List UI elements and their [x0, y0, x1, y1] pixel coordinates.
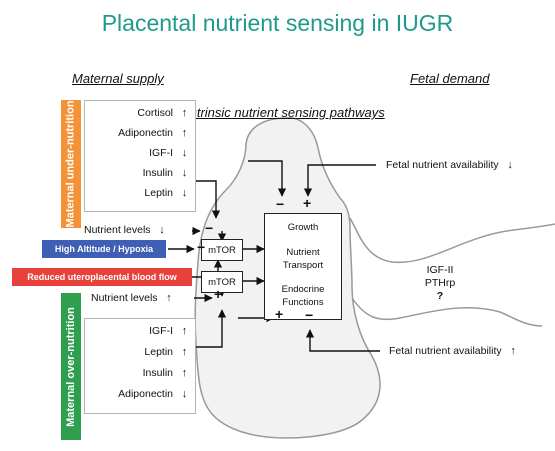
mtor-bottom-box: mTOR: [201, 271, 243, 293]
over-nutrition-list: IGF-I ↑ Leptin ↑ Insulin ↑ Adiponectin ↓: [84, 318, 196, 414]
fetal-availability-low: Fetal nutrient availability ↓: [386, 159, 513, 171]
igf2-label: IGF-II: [426, 264, 454, 276]
over-nutrition-item-name: IGF-I: [149, 325, 173, 337]
over-nutrition-item-name: Leptin: [144, 346, 173, 358]
minus-sign-top-left: −: [276, 196, 285, 212]
plus-sign-top-right: +: [303, 195, 312, 211]
over-nutrition-item-name: Insulin: [142, 367, 173, 379]
question-mark: ?: [436, 290, 444, 302]
down-arrow-icon: ↓: [181, 167, 188, 179]
over-nutrition-item-name: Adiponectin: [118, 388, 173, 400]
nutrient-label: Nutrient: [286, 247, 320, 258]
maternal-supply-header: Maternal supply: [72, 71, 164, 86]
endocrine-label: Endocrine: [281, 284, 325, 295]
up-arrow-icon: ↑: [510, 345, 516, 357]
down-arrow-icon: ↓: [181, 187, 188, 199]
nutrient-levels-high: Nutrient levels ↑: [91, 292, 172, 304]
down-arrow-icon: ↓: [507, 159, 513, 171]
up-arrow-icon: ↑: [181, 325, 188, 337]
pthrp-label: PTHrp: [424, 277, 456, 289]
over-nutrition-item: Leptin ↑: [144, 346, 189, 358]
functions-box: Growth Nutrient Transport Endocrine Func…: [264, 213, 342, 320]
up-arrow-icon: ↑: [166, 292, 172, 304]
growth-label: Growth: [287, 222, 319, 233]
down-arrow-icon: ↓: [159, 224, 165, 236]
under-nutrition-item-name: IGF-I: [149, 147, 173, 159]
under-nutrition-item-name: Adiponectin: [118, 127, 173, 139]
up-arrow-icon: ↑: [181, 127, 188, 139]
fetal-demand-header: Fetal demand: [410, 71, 490, 86]
fetal-availability-high: Fetal nutrient availability ↑: [389, 345, 516, 357]
up-arrow-icon: ↑: [181, 346, 188, 358]
under-nutrition-item: Leptin ↓: [144, 187, 189, 199]
up-arrow-icon: ↑: [181, 107, 188, 119]
pathways-header: Intrinsic nutrient sensing pathways: [186, 105, 385, 120]
plus-sign-nutrient-high: +: [214, 286, 223, 302]
minus-sign-hypoxia: −: [197, 239, 206, 255]
minus-sign-nutrient-low: −: [205, 220, 214, 236]
functions-label: Functions: [282, 297, 324, 308]
under-nutrition-item: Adiponectin ↑: [118, 127, 189, 139]
mtor-top-box: mTOR: [201, 239, 243, 261]
blood-flow-tag: Reduced uteroplacental blood flow: [12, 268, 192, 286]
under-nutrition-item: Cortisol ↑: [137, 107, 189, 119]
under-nutrition-item: IGF-I ↓: [149, 147, 189, 159]
over-nutrition-label: Maternal over-nutrition: [65, 306, 78, 427]
under-nutrition-item-name: Leptin: [144, 187, 173, 199]
down-arrow-icon: ↓: [181, 147, 188, 159]
down-arrow-icon: ↓: [181, 388, 188, 400]
transport-label: Transport: [282, 260, 324, 271]
hypoxia-tag: High Altitude / Hypoxia: [42, 240, 166, 258]
under-nutrition-item-name: Cortisol: [137, 107, 173, 119]
up-arrow-icon: ↑: [181, 367, 188, 379]
plus-sign-bottom-left: +: [275, 306, 284, 322]
over-nutrition-bar: Maternal over-nutrition: [61, 293, 81, 440]
under-nutrition-label: Maternal under-nutrition: [65, 100, 78, 228]
diagram-title: Placental nutrient sensing in IUGR: [101, 10, 454, 36]
minus-sign-bottom-right: −: [305, 307, 314, 323]
under-nutrition-item: Insulin ↓: [143, 167, 189, 179]
over-nutrition-item: Adiponectin ↓: [118, 388, 189, 400]
over-nutrition-item: Insulin ↑: [143, 367, 189, 379]
nutrient-levels-low: Nutrient levels ↓: [84, 224, 165, 236]
under-nutrition-item-name: Insulin: [142, 167, 173, 179]
under-nutrition-bar: Maternal under-nutrition: [61, 100, 81, 228]
umbilical-cord: [349, 217, 555, 264]
under-nutrition-list: Cortisol↑Adiponectin↑IGF-I↓Insulin↓Lepti…: [84, 100, 196, 212]
over-nutrition-item: IGF-I ↑: [149, 325, 189, 337]
